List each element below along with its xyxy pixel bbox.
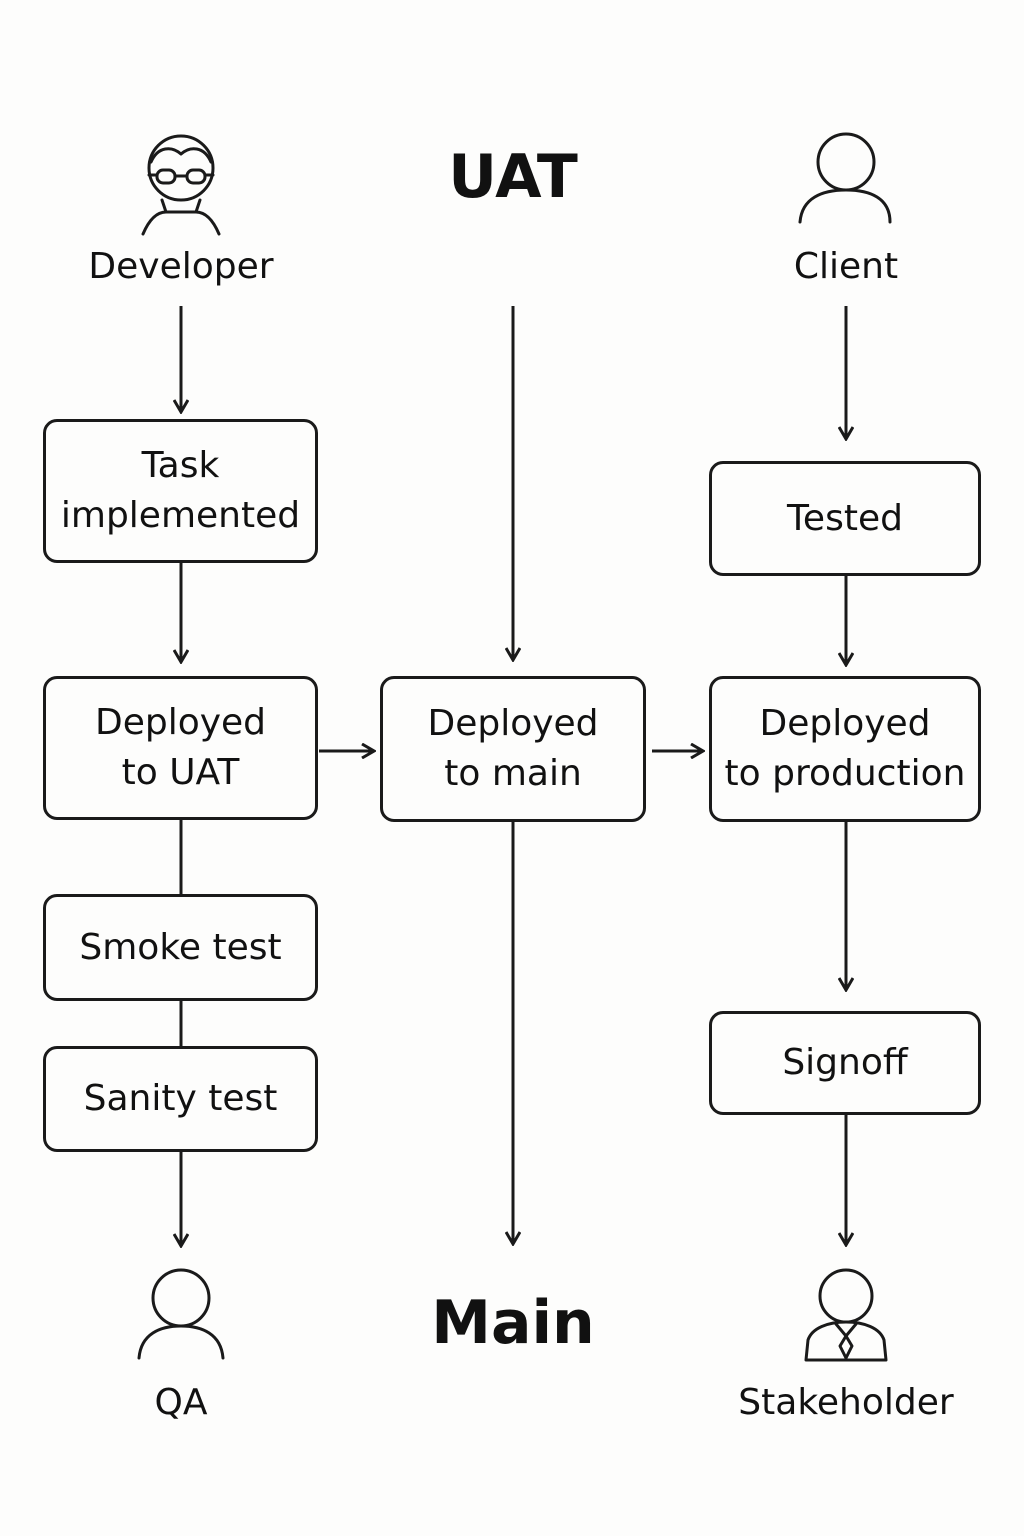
stakeholder-label: Stakeholder — [738, 1382, 954, 1423]
deployed-uat-box: Deployed to UAT — [43, 676, 318, 820]
task-implemented-line1: Task — [141, 445, 220, 486]
developer-with-glasses-icon — [141, 134, 221, 236]
smoke-test-label: Smoke test — [79, 926, 282, 968]
deployed-main-box: Deployed to main — [380, 676, 646, 822]
task-implemented-box: Task implemented — [43, 419, 318, 563]
developer-label: Developer — [88, 246, 274, 287]
deployed-uat-line2: to UAT — [121, 752, 240, 793]
qa-label: QA — [154, 1382, 208, 1423]
uat-lane-title: UAT — [448, 142, 578, 212]
tested-box: Tested — [709, 461, 981, 576]
sanity-test-box: Sanity test — [43, 1046, 318, 1152]
smoke-test-box: Smoke test — [43, 894, 318, 1001]
main-lane-title: Main — [431, 1288, 595, 1358]
deployed-production-line2: to production — [724, 753, 966, 794]
stakeholder-person-with-tie-icon — [804, 1268, 888, 1362]
signoff-label: Signoff — [782, 1042, 908, 1083]
deployed-production-box: Deployed to production — [709, 676, 981, 822]
tested-label: Tested — [787, 497, 903, 539]
signoff-box: Signoff — [709, 1011, 981, 1115]
deployed-uat-line1: Deployed — [94, 702, 267, 743]
deployed-main-line2: to main — [444, 753, 582, 794]
client-person-icon — [798, 132, 892, 224]
qa-person-icon — [137, 1268, 225, 1360]
sanity-test-label: Sanity test — [83, 1078, 278, 1119]
task-implemented-line2: implemented — [60, 495, 301, 536]
client-label: Client — [793, 246, 899, 287]
deployed-main-line1: Deployed — [427, 703, 599, 744]
deployed-production-line1: Deployed — [759, 703, 931, 744]
